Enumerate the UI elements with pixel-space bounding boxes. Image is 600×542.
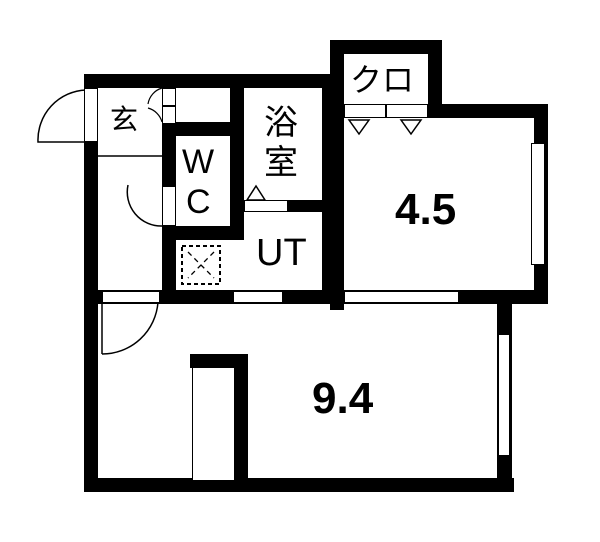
main-room-door[interactable] xyxy=(102,291,160,303)
wall xyxy=(162,122,244,136)
closet-door-triangle-icon xyxy=(347,119,371,136)
wall xyxy=(84,74,340,88)
wall xyxy=(322,74,336,304)
room-label-wc-w: W xyxy=(182,143,215,181)
room-label-wc-c: C xyxy=(186,183,211,221)
shoe-closet xyxy=(162,106,176,124)
wc-door-swing-icon xyxy=(126,184,163,227)
wall xyxy=(162,226,244,240)
shoe-closet xyxy=(162,88,176,106)
entrance-door-swing-icon xyxy=(37,89,87,143)
bedroom-door[interactable] xyxy=(344,291,459,303)
main-door-swing-icon xyxy=(101,301,159,355)
wall xyxy=(190,354,248,368)
entrance-door[interactable] xyxy=(84,88,98,142)
wall xyxy=(428,40,442,108)
wall xyxy=(428,104,548,118)
room-label-bedroom-4-5: 4.5 xyxy=(395,185,457,234)
room-label-bath-1: 浴 xyxy=(264,103,298,143)
washing-machine-pan-icon xyxy=(181,245,221,285)
bath-door-triangle-icon xyxy=(245,184,267,201)
room-label-main-9-4: 9.4 xyxy=(312,374,374,423)
room-label-utility: UT xyxy=(256,232,307,274)
bath-door[interactable] xyxy=(244,200,288,212)
closet-door[interactable] xyxy=(386,104,428,118)
room-label-bath-2: 室 xyxy=(264,143,298,183)
wall xyxy=(330,40,440,54)
room-label-entrance: 玄 xyxy=(110,103,139,136)
closet-door[interactable] xyxy=(344,104,386,118)
room-label-closet: クロ xyxy=(350,61,415,99)
wall xyxy=(84,478,514,492)
closet-door-triangle-icon xyxy=(399,119,423,136)
kitchen-counter xyxy=(192,368,234,480)
wall xyxy=(234,354,248,484)
window xyxy=(531,143,545,265)
wc-door[interactable] xyxy=(162,186,176,226)
utility-door[interactable] xyxy=(233,291,283,303)
window xyxy=(498,334,510,456)
wall xyxy=(84,74,98,492)
wall xyxy=(230,74,244,240)
